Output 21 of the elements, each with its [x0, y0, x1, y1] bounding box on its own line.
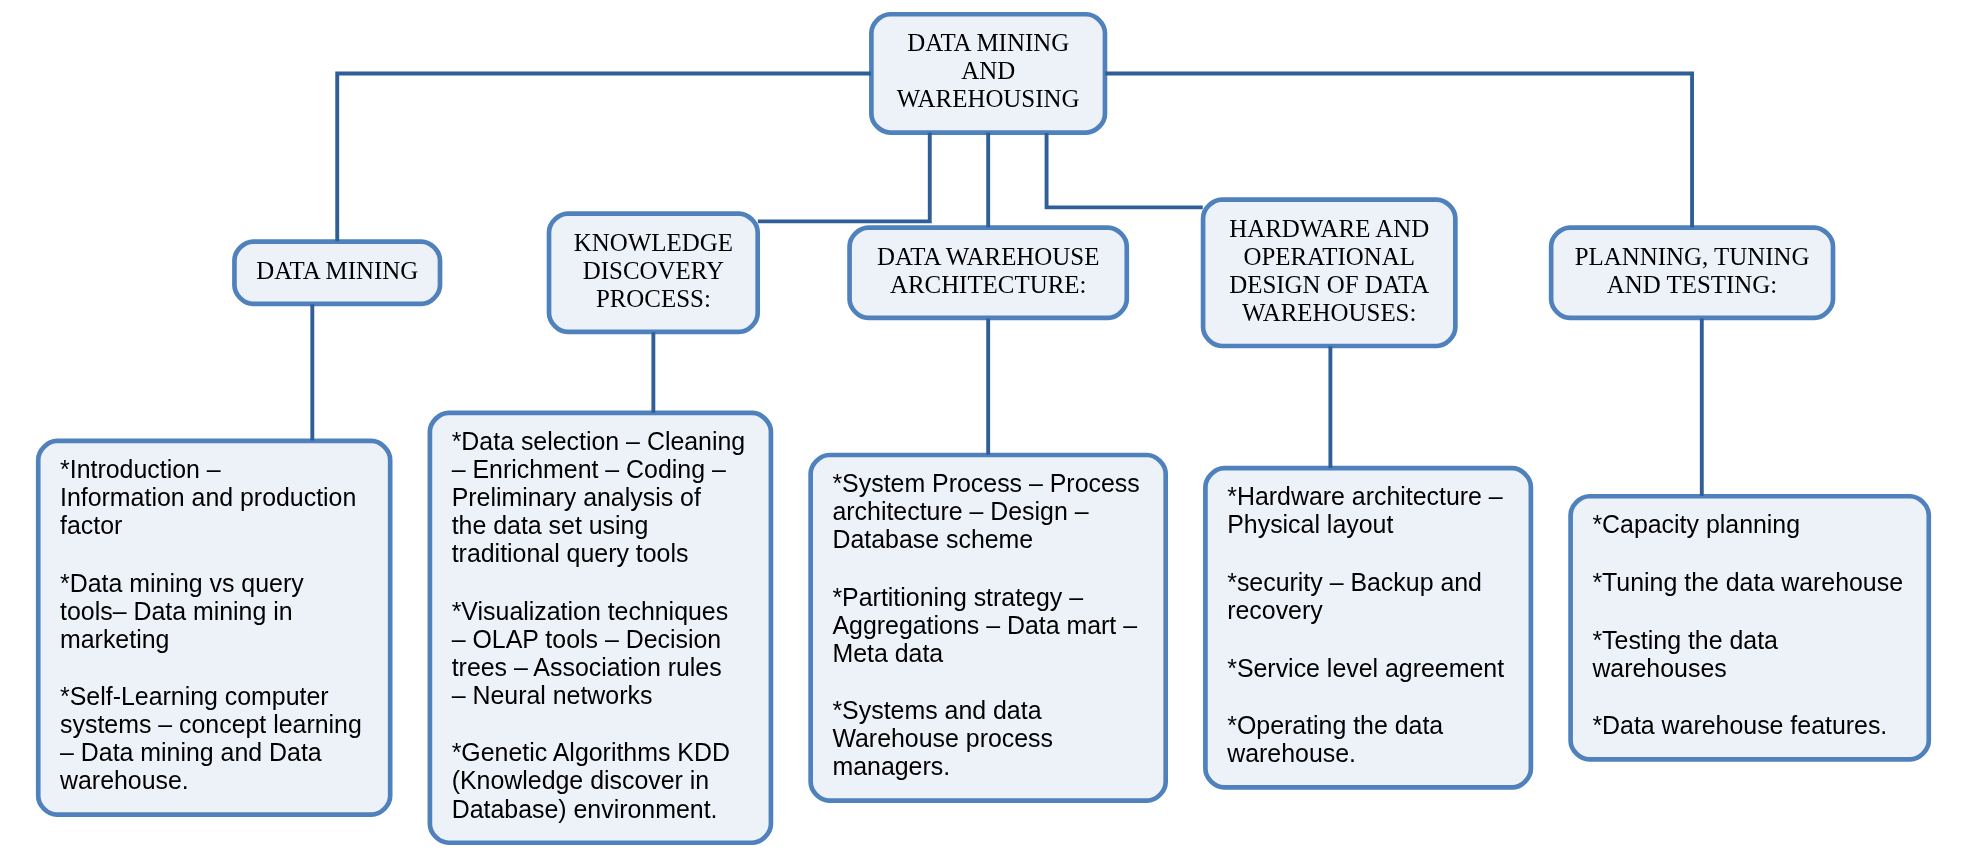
connector	[1105, 71, 1694, 228]
connector	[335, 71, 872, 242]
connector	[310, 304, 315, 441]
node-box: DATA WAREHOUSE ARCHITECTURE:	[847, 225, 1130, 321]
node-box: KNOWLEDGE DISCOVERY PROCESS:	[546, 211, 761, 335]
node-box: *Introduction – Information and production factor *Data mining vs query tools– Data mining in marketing *Self-Learning computer systems – concept learning – Data mining and Data warehouse.	[35, 438, 393, 818]
node-box: DATA MINING	[232, 239, 443, 307]
node-box: *Hardware architecture – Physical layout *security – Backup and recovery *Service level agreement *Operating the data warehouse.	[1203, 465, 1534, 790]
node-box: PLANNING, TUNING AND TESTING:	[1548, 225, 1836, 321]
connector	[1328, 346, 1333, 468]
connector	[986, 132, 991, 228]
connector	[757, 132, 932, 224]
connector	[986, 318, 991, 455]
connector	[1699, 318, 1704, 496]
node-box: DATA MINING AND WAREHOUSING	[869, 11, 1108, 135]
node-box: *Data selection – Cleaning – Enrichment – Coding – Preliminary analysis of the data set using traditional query tools *Visualization techniques – OLAP tools – Decision trees – Association rules – Neural networks *Genetic Algorithms KDD (Knowledge discover in Database) environment.	[427, 410, 774, 846]
connector	[1044, 132, 1203, 210]
node-box: HARDWARE AND OPERATIONAL DESIGN OF DATA WAREHOUSES:	[1200, 197, 1458, 349]
node-box: *System Process – Process architecture – Design – Database scheme *Partitioning strategy – Aggregations – Data mart – Meta data *Systems and data Warehouse process managers.	[808, 452, 1169, 804]
connector	[651, 332, 656, 413]
node-box: *Capacity planning *Tuning the data warehouse *Testing the data warehouses *Data warehouse features.	[1568, 493, 1932, 762]
